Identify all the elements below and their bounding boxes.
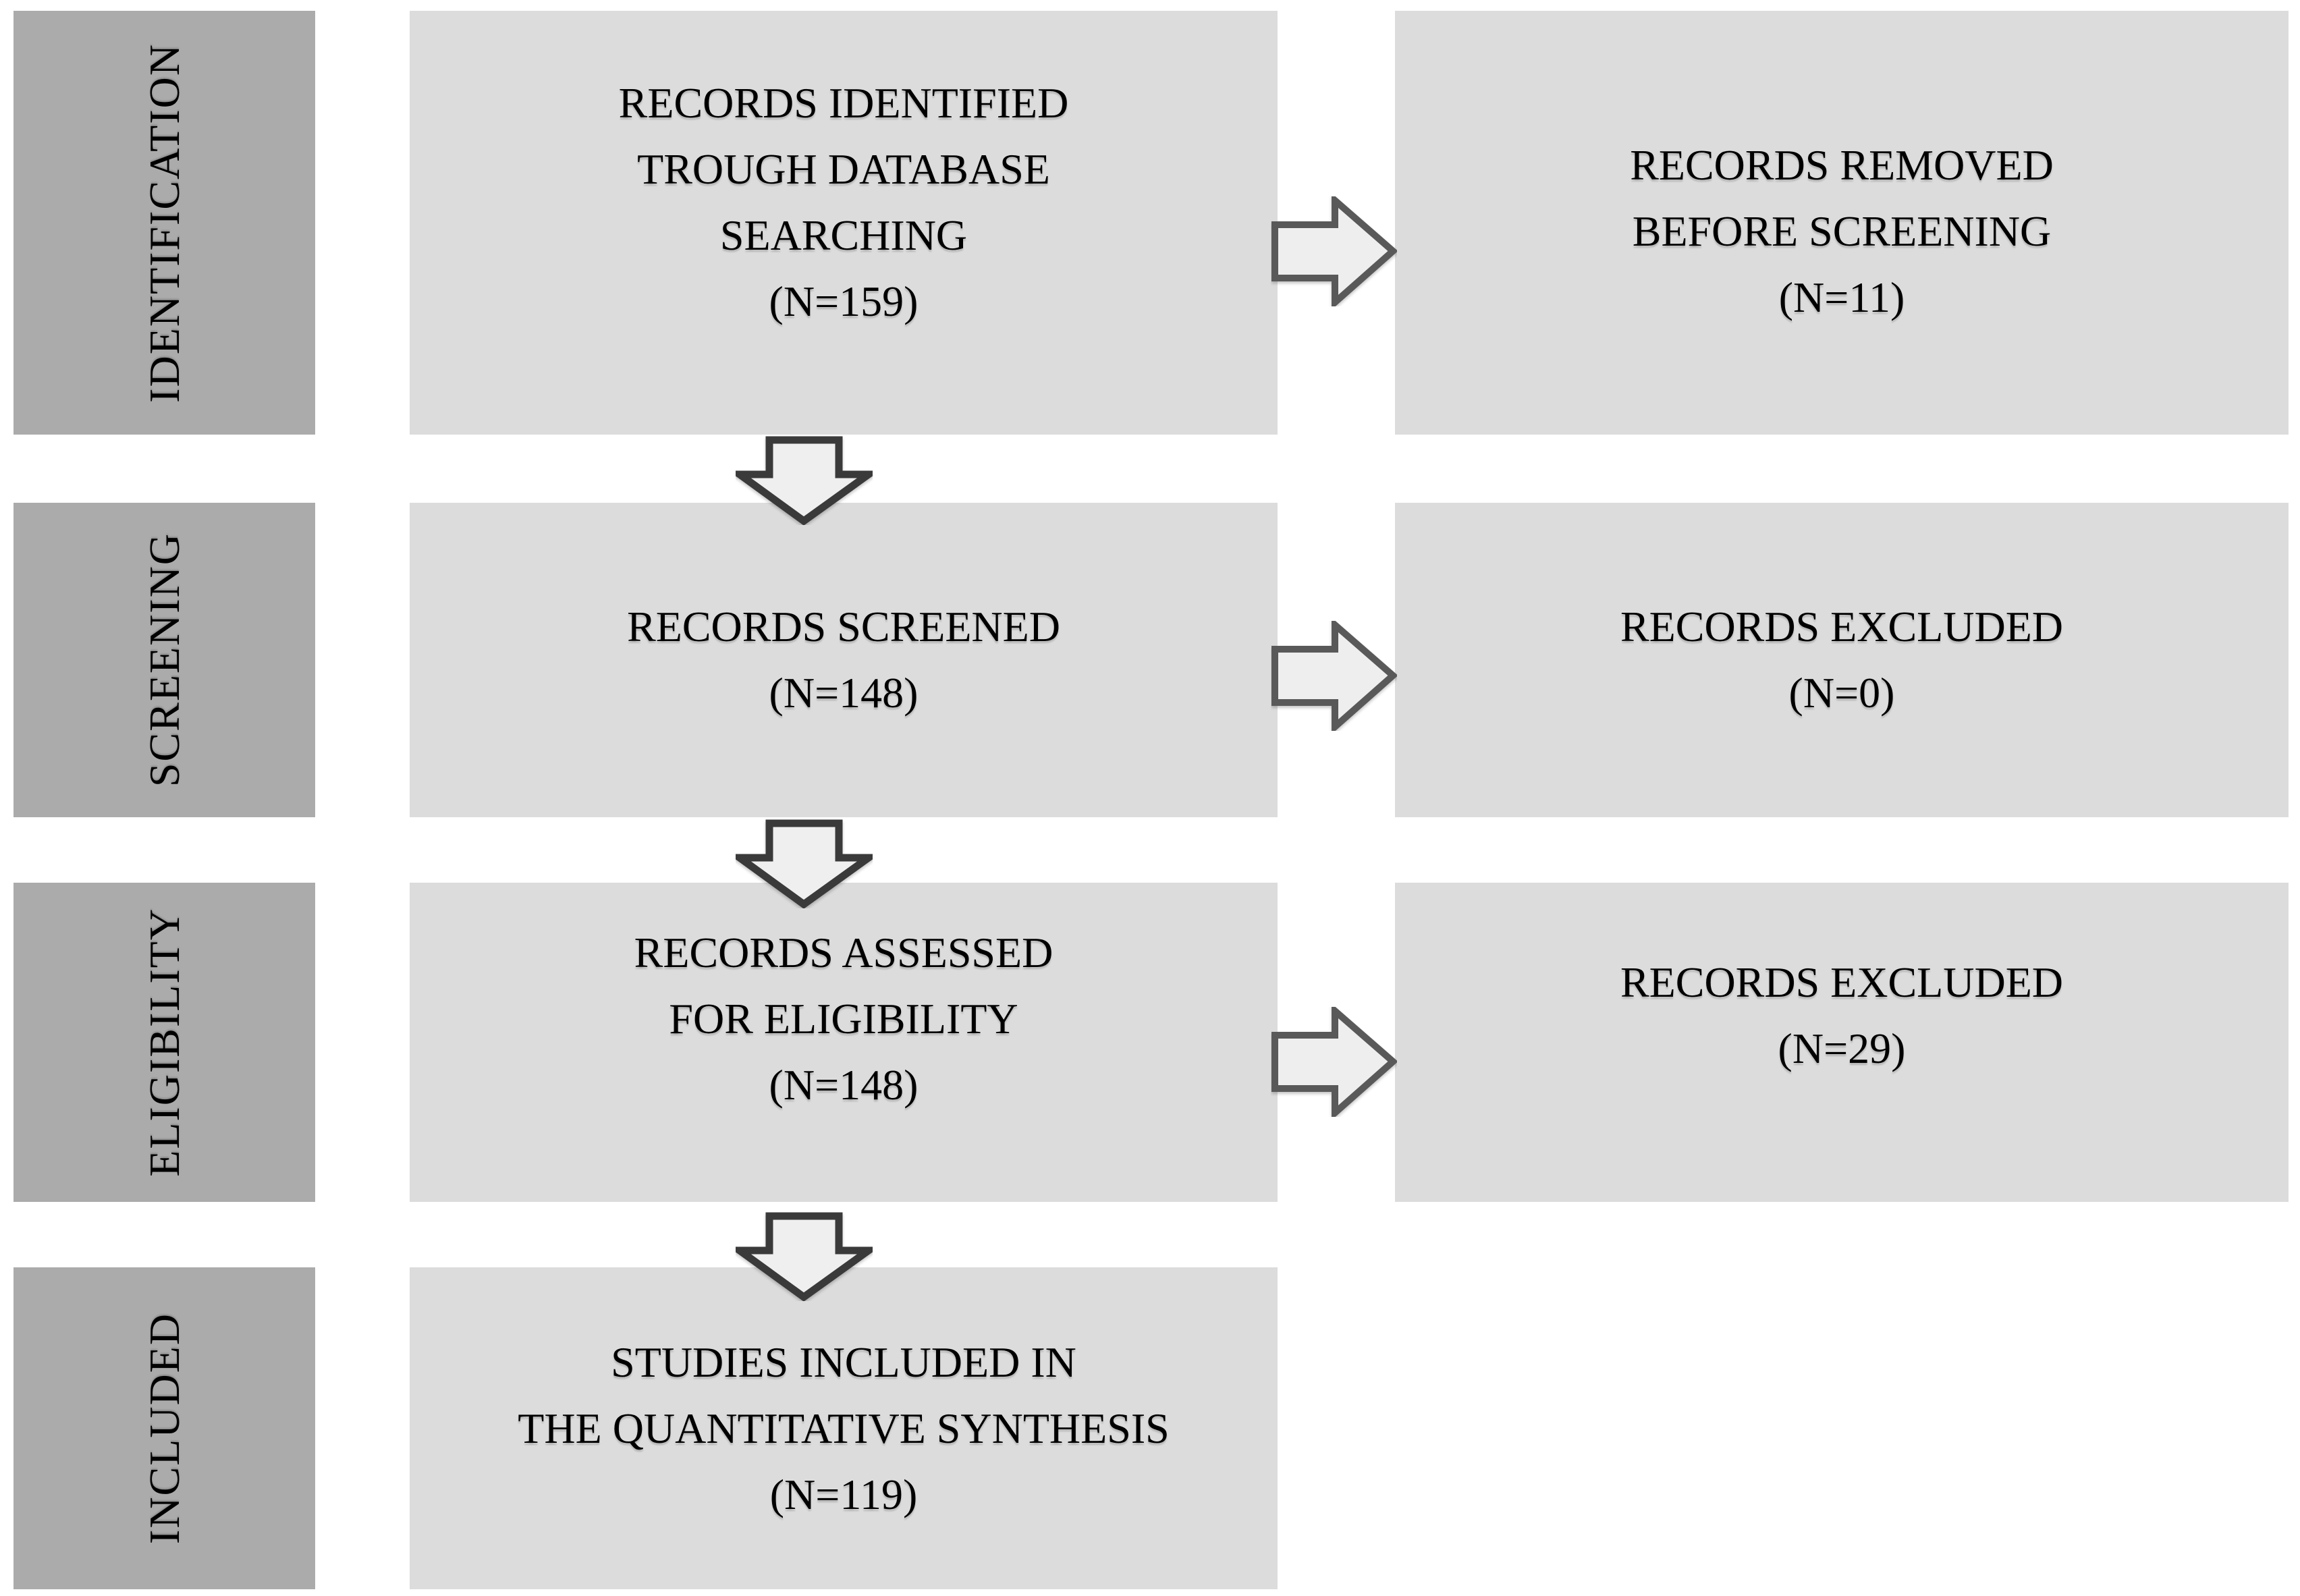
stage-label-identification: IDENTIFICATION [140, 43, 188, 403]
right-arrow-icon [1271, 1007, 1397, 1117]
side-box-text: RECORDS EXCLUDED (N=29) [1620, 958, 2064, 1072]
main-box-text: RECORDS SCREENED (N=148) [627, 603, 1060, 717]
down-arrow-icon [736, 819, 873, 908]
right-arrow-icon [1271, 621, 1397, 731]
main-box-records-screened: RECORDS SCREENED (N=148) [410, 503, 1278, 817]
right-arrow-icon [1271, 196, 1397, 306]
stage-box-eligibility: ELIGIBILITY [13, 883, 315, 1202]
main-box-text: STUDIES INCLUDED IN THE QUANTITATIVE SYN… [518, 1338, 1170, 1518]
side-box-records-removed: RECORDS REMOVED BEFORE SCREENING (N=11) [1395, 11, 2289, 435]
main-box-records-identified: RECORDS IDENTIFIED TROUGH DATABASE SEARC… [410, 11, 1278, 435]
down-arrow-icon [736, 436, 873, 525]
down-arrow-icon [736, 1212, 873, 1301]
side-box-records-excluded-eligibility: RECORDS EXCLUDED (N=29) [1395, 883, 2289, 1202]
stage-label-included: INCLUDED [140, 1312, 188, 1545]
stage-box-identification: IDENTIFICATION [13, 11, 315, 435]
main-box-studies-included: STUDIES INCLUDED IN THE QUANTITATIVE SYN… [410, 1267, 1278, 1589]
main-box-text: RECORDS ASSESSED FOR ELIGIBILITY (N=148) [634, 928, 1053, 1109]
stage-label-screening: SCREENING [140, 532, 188, 788]
stage-label-eligibility: ELIGIBILITY [140, 908, 188, 1177]
side-box-text: RECORDS EXCLUDED (N=0) [1620, 603, 2064, 717]
main-box-text: RECORDS IDENTIFIED TROUGH DATABASE SEARC… [618, 79, 1069, 325]
side-box-records-excluded-screening: RECORDS EXCLUDED (N=0) [1395, 503, 2289, 817]
side-box-text: RECORDS REMOVED BEFORE SCREENING (N=11) [1630, 140, 2054, 321]
stage-box-included: INCLUDED [13, 1267, 315, 1589]
main-box-records-assessed: RECORDS ASSESSED FOR ELIGIBILITY (N=148) [410, 883, 1278, 1202]
stage-box-screening: SCREENING [13, 503, 315, 817]
